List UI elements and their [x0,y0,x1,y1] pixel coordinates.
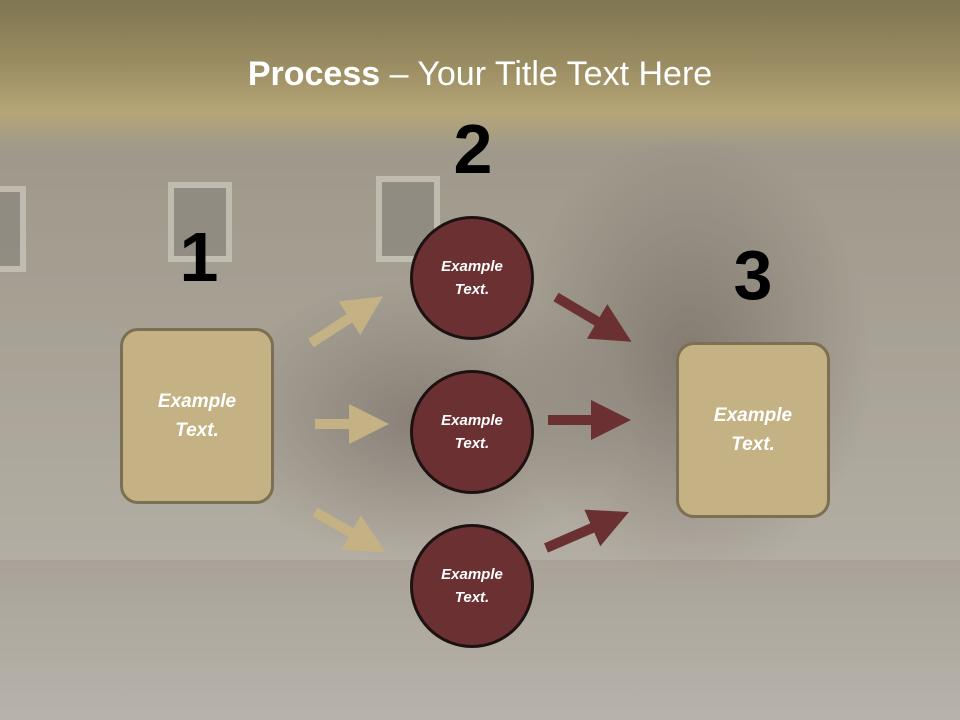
arrow-bottom-to-box-3 [544,509,629,553]
circle-middle-line-2: Text. [454,435,490,452]
slide-title: Process – Your Title Text Here [0,55,960,94]
arrow-to-top-circle [308,296,383,348]
step-box-1-line-1: Example [157,391,237,412]
step-number-3: 3 [733,236,773,314]
circle-bottom-line-1: Example [441,566,503,583]
circle-top-line-2: Text. [454,281,490,298]
circle-middle-line-1: Example [441,412,503,429]
step-box-3-line-2: Text. [731,434,775,455]
step-number-1: 1 [179,218,219,296]
circle-bottom-line-2: Text. [454,589,490,606]
arrow-top-to-box-3 [553,292,632,342]
title-band [0,0,960,150]
background-picture-frame [168,182,232,262]
step-number-2: 2 [453,110,493,188]
circle-top-line-1: Example [441,258,503,275]
background-picture-frame [0,186,26,272]
step-box-3-line-1: Example [713,405,793,426]
arrow-to-bottom-circle [312,507,386,553]
step-box-1-line-2: Text. [175,420,219,441]
title-rest: – Your Title Text Here [380,55,713,93]
title-bold: Process [247,55,381,93]
